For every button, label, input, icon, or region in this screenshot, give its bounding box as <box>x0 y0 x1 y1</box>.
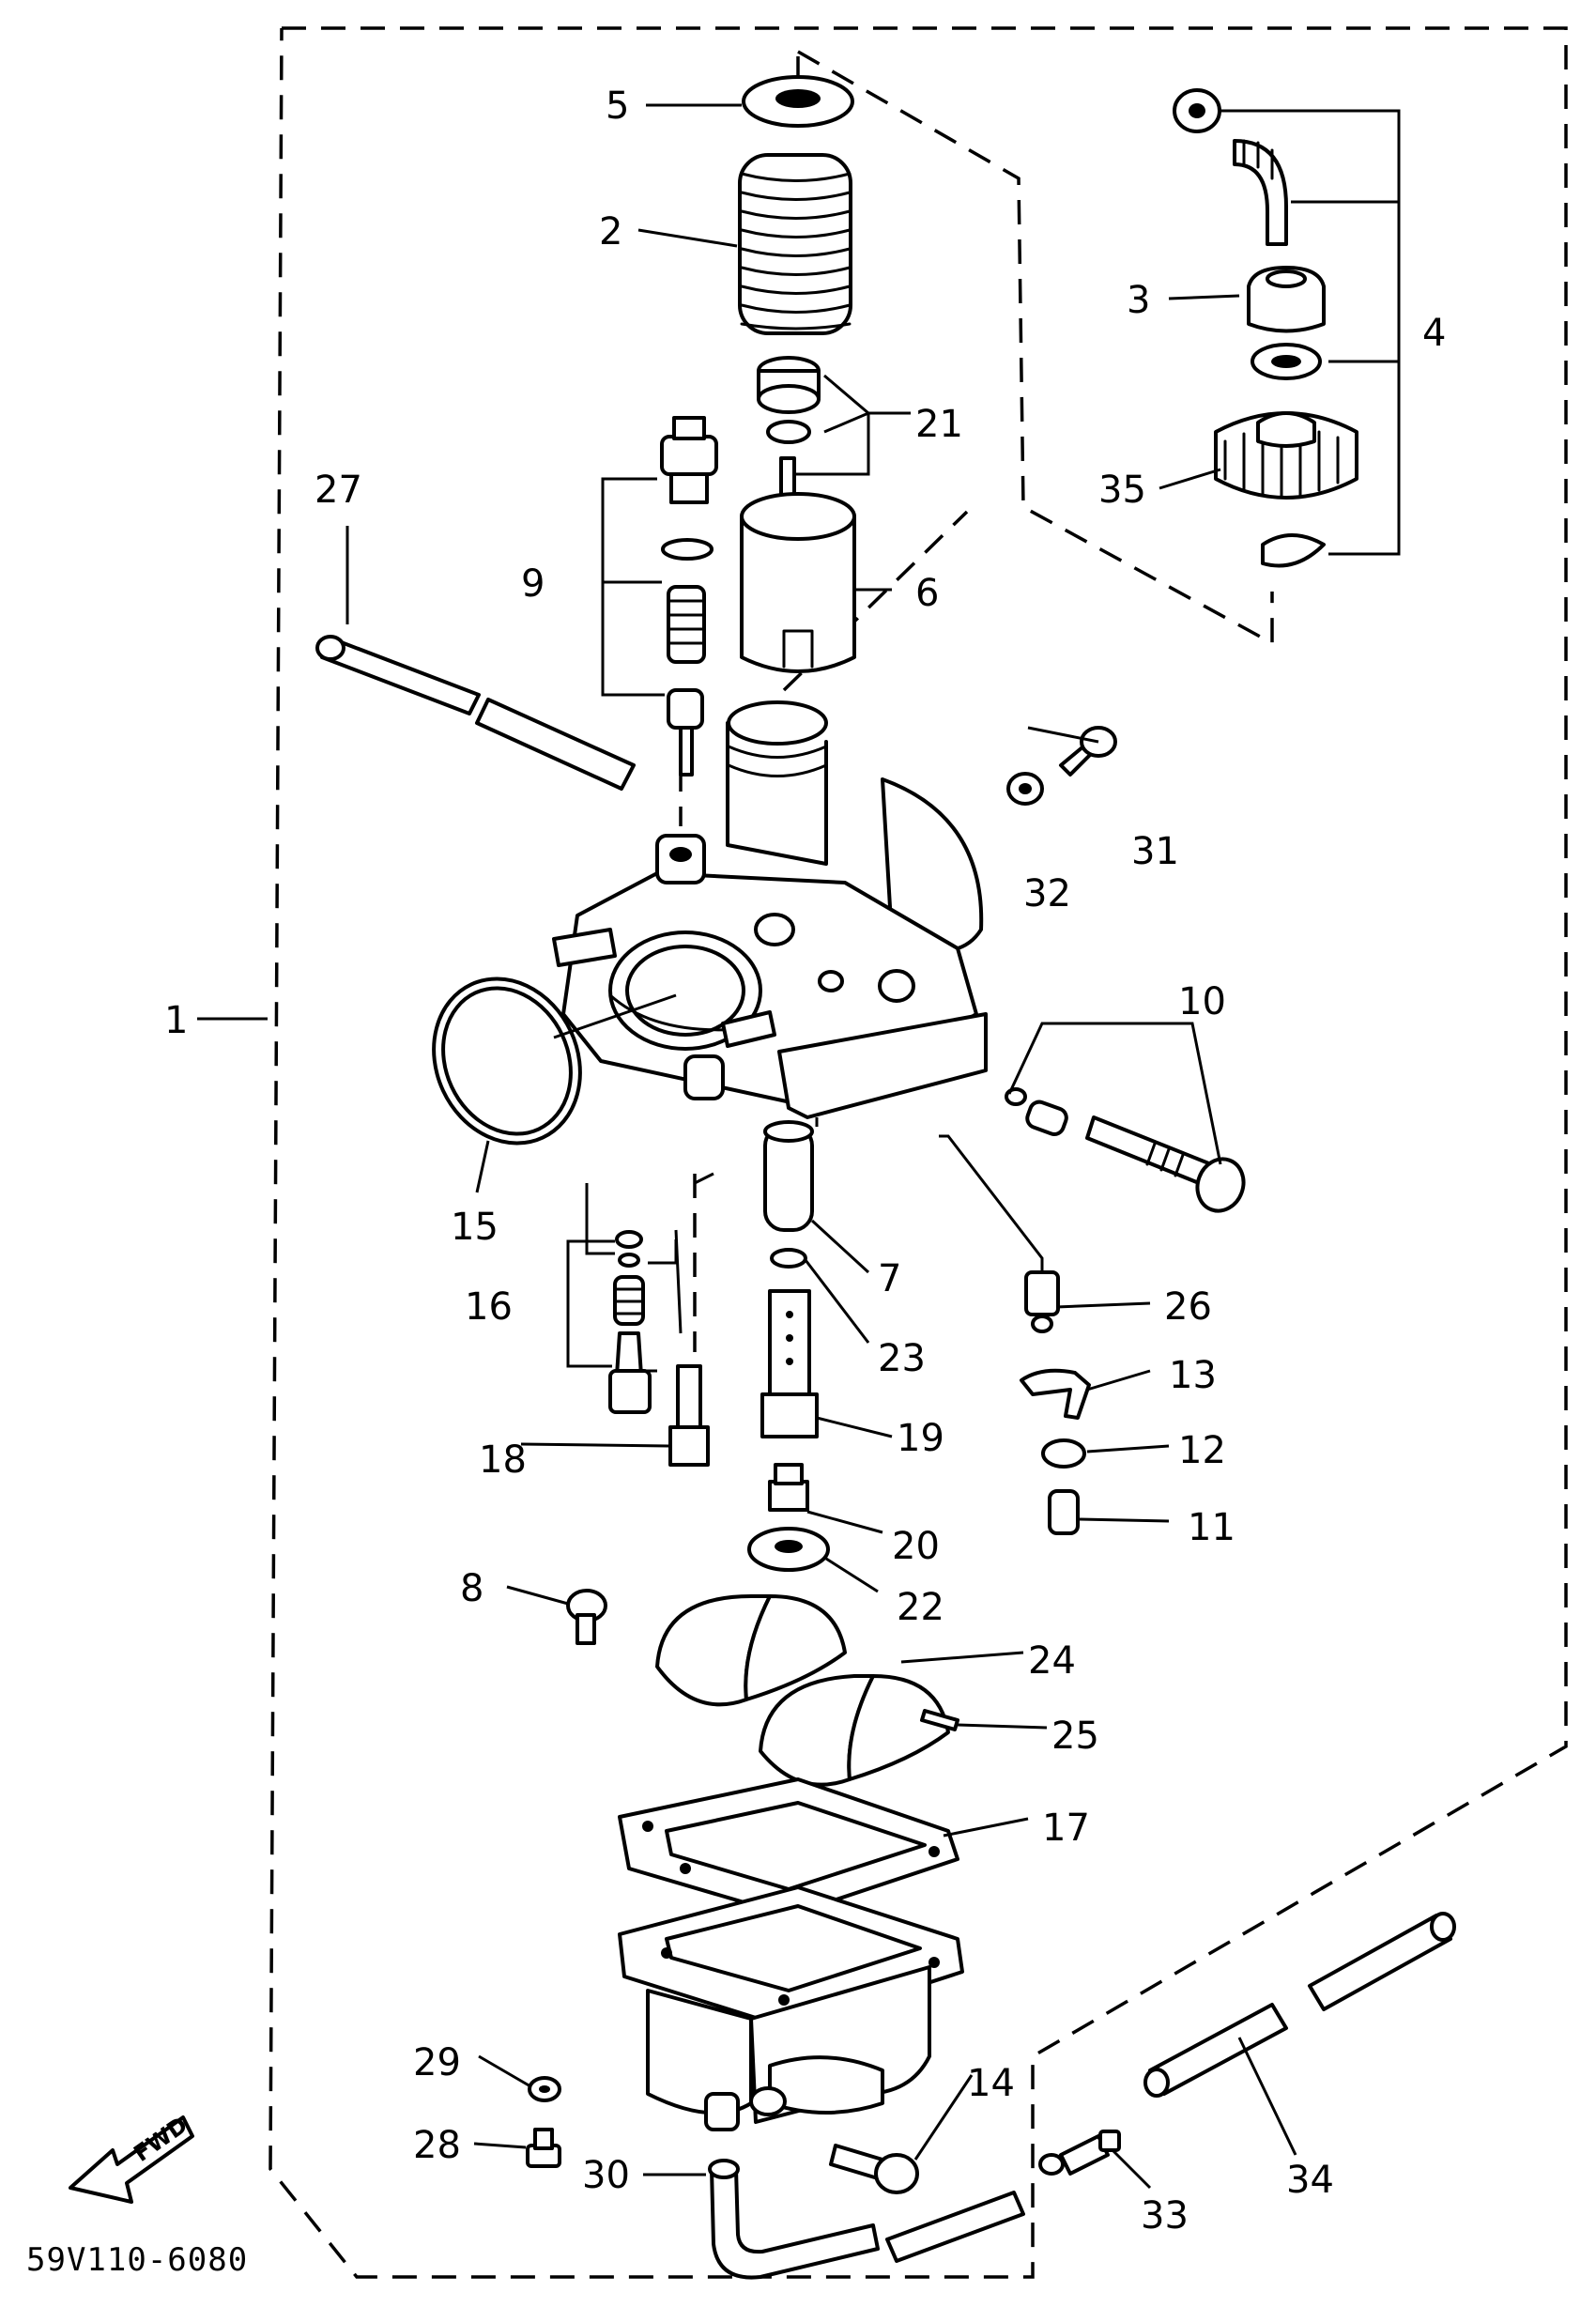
callout-11: 11 <box>1188 1506 1235 1549</box>
part-34-fuel-hose <box>1143 1912 1456 2098</box>
callout-5: 5 <box>606 85 629 128</box>
callout-6: 6 <box>915 572 939 615</box>
part-25-pin <box>920 1709 959 1731</box>
callout-28: 28 <box>413 2124 461 2167</box>
part-33-fitting <box>1038 2130 1121 2176</box>
part-11-screw <box>1048 1489 1080 1535</box>
callout-13: 13 <box>1169 1354 1217 1397</box>
carburetor-body <box>552 700 988 1119</box>
callout-3: 3 <box>1127 279 1150 322</box>
callout-21: 21 <box>915 403 963 446</box>
callout-1: 1 <box>164 999 188 1042</box>
callout-22: 22 <box>897 1586 944 1629</box>
part-22-washer <box>747 1527 830 1572</box>
callout-33: 33 <box>1141 2194 1189 2238</box>
part-20-main-jet <box>768 1463 809 1512</box>
part-18-pilot-jet <box>668 1364 710 1467</box>
part-17-gasket <box>618 1777 959 1917</box>
assembly-boundary <box>269 26 1568 2279</box>
part-10-throttle-screw <box>1005 1022 1246 1213</box>
part-15-gasket <box>432 977 677 1146</box>
callout-2: 2 <box>599 210 622 254</box>
part-4-bracket <box>1220 109 1401 556</box>
leader-lines <box>197 103 1345 2190</box>
callout-24: 24 <box>1028 1639 1076 1683</box>
part-16-pilot-screw <box>566 1230 652 1414</box>
part-4-cap-set <box>1173 88 1358 568</box>
callout-16: 16 <box>465 1285 513 1329</box>
callout-27: 27 <box>315 469 362 512</box>
part-26-starter-jet <box>1024 1270 1060 1333</box>
callout-25: 25 <box>1051 1715 1099 1758</box>
part-28-drain-screw <box>526 2128 561 2168</box>
part-32-washer <box>1006 772 1044 806</box>
part-14-screw <box>829 2144 919 2194</box>
callout-12: 12 <box>1178 1429 1226 1472</box>
part-24-floats <box>655 1594 950 1787</box>
callout-20: 20 <box>892 1525 940 1568</box>
part-6-throttle-valve <box>740 492 856 673</box>
callout-17: 17 <box>1042 1807 1090 1850</box>
callout-30: 30 <box>582 2154 630 2197</box>
callout-7: 7 <box>878 1257 901 1300</box>
part-19-jet-holder <box>760 1289 819 1438</box>
diagram-code: 59V110-6080 <box>26 2241 248 2279</box>
callout-32: 32 <box>1023 872 1071 915</box>
callout-9: 9 <box>521 562 545 606</box>
callout-19: 19 <box>897 1417 944 1460</box>
part-2-spring <box>738 153 852 335</box>
part-23-o-ring <box>770 1248 807 1269</box>
callout-29: 29 <box>413 2041 461 2084</box>
callout-14: 14 <box>967 2062 1015 2105</box>
part-5-washer <box>742 75 854 128</box>
part-27-tube <box>315 635 636 791</box>
float-chamber <box>618 1885 964 2131</box>
part-30-drain-hose <box>708 2159 1025 2280</box>
callout-8: 8 <box>460 1567 483 1610</box>
callout-10: 10 <box>1178 980 1226 1023</box>
fwd-arrow-icon: FWD <box>69 2112 194 2204</box>
part-9-starter-plunger <box>601 416 718 777</box>
callout-15: 15 <box>451 1206 499 1249</box>
part-7-needle-jet <box>763 1120 814 1232</box>
callout-23: 23 <box>878 1337 926 1380</box>
callout-35: 35 <box>1098 469 1146 512</box>
part-21-needle-set <box>757 356 821 526</box>
callout-31: 31 <box>1131 830 1179 873</box>
part-12-nut <box>1041 1438 1086 1469</box>
part-8-screw <box>566 1589 607 1645</box>
callout-labels: 5 2 3 4 21 35 27 9 6 31 32 10 1 15 7 26 … <box>164 85 1446 2238</box>
part-29-washer <box>528 2076 561 2102</box>
callout-18: 18 <box>479 1438 527 1482</box>
callout-34: 34 <box>1286 2159 1334 2202</box>
callout-26: 26 <box>1164 1285 1212 1329</box>
part-13-bracket <box>1020 1368 1091 1420</box>
callout-4: 4 <box>1422 312 1446 355</box>
